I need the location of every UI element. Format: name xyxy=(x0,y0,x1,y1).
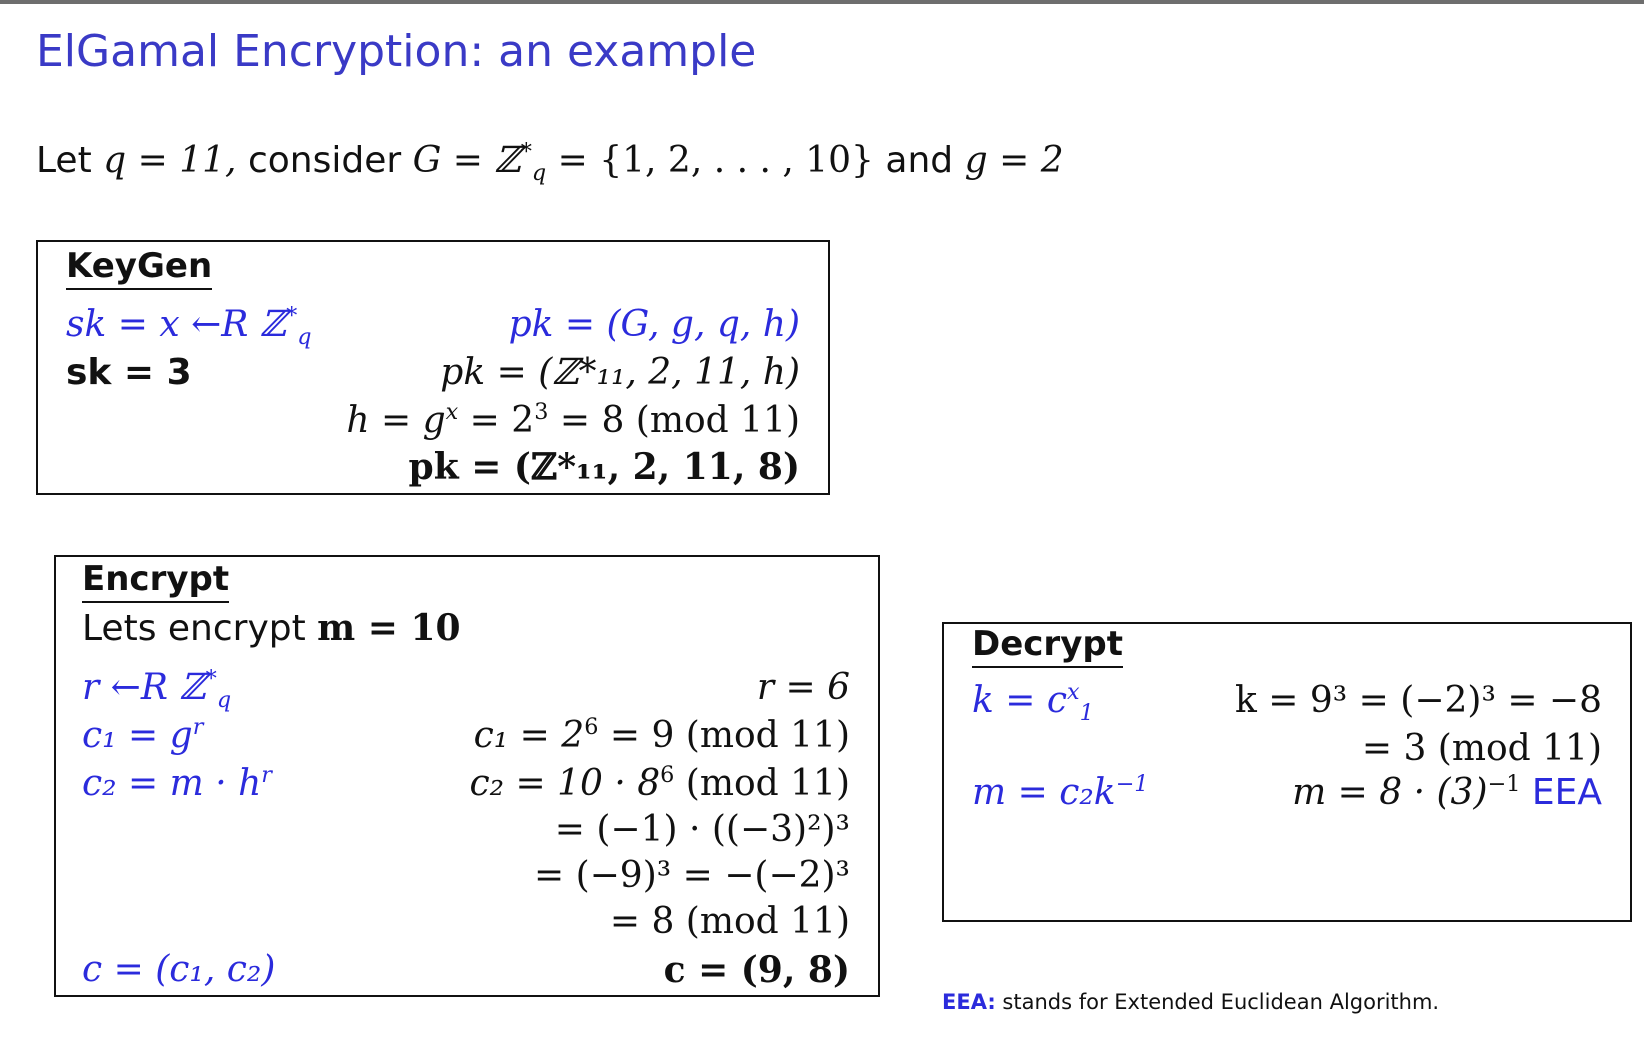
intro-line: Let q = 11, consider G = ℤ*q = {1, 2, . … xyxy=(36,139,1064,187)
keygen-pk-sub: pk = (ℤ*₁₁, 2, 11, h) xyxy=(440,352,800,393)
intro-G: G = ℤ*q xyxy=(412,139,547,187)
decrypt-k-mod: = 3 (mod 11) xyxy=(1361,728,1602,769)
page-title: ElGamal Encryption: an example xyxy=(36,26,757,77)
encrypt-c2-calc: c₂ = 10 · 86 (mod 11) xyxy=(469,762,850,804)
footnote-text: stands for Extended Euclidean Algorithm. xyxy=(1002,990,1440,1014)
keygen-heading: KeyGen xyxy=(66,246,213,290)
footnote-label: EEA: xyxy=(942,990,996,1014)
intro-let: Let xyxy=(36,140,92,181)
decrypt-m-calc: m = 8 · (3)−1 EEA xyxy=(1292,771,1602,813)
encrypt-r-def: r ←R ℤ*q xyxy=(82,666,232,714)
intro-q: q = 11, xyxy=(103,140,237,181)
keygen-sk-def: sk = x ←R ℤ*q xyxy=(66,303,312,351)
encrypt-c1-calc: c₁ = 26 = 9 (mod 11) xyxy=(473,714,850,756)
decrypt-k-def: k = cx1 xyxy=(972,679,1094,727)
decrypt-m-def: m = c₂k−1 xyxy=(972,771,1149,813)
encrypt-heading: Encrypt xyxy=(82,559,230,603)
keygen-sk-value: sk = 3 xyxy=(66,352,192,393)
keygen-pk-value: pk = (ℤ*₁₁, 2, 11, 8) xyxy=(408,446,800,488)
intro-g: g = 2 xyxy=(964,140,1064,181)
keygen-box: KeyGen sk = x ←R ℤ*q sk = 3 pk = (G, g, … xyxy=(36,240,830,495)
encrypt-c-value: c = (9, 8) xyxy=(663,949,850,991)
encrypt-step3: = 8 (mod 11) xyxy=(609,901,850,942)
encrypt-step2: = (−9)³ = −(−2)³ xyxy=(533,855,850,896)
encrypt-c1-def: c₁ = gr xyxy=(82,714,204,756)
intro-consider: consider xyxy=(247,140,402,181)
keygen-pk-def: pk = (G, g, q, h) xyxy=(508,304,800,345)
top-bar xyxy=(0,0,1644,4)
decrypt-box: Decrypt k = cx1 m = c₂k−1 k = 9³ = (−2)³… xyxy=(942,622,1632,922)
intro-set: = {1, 2, . . . , 10} xyxy=(557,140,874,181)
encrypt-lets: Lets encrypt m = 10 xyxy=(82,607,461,649)
encrypt-c-def: c = (c₁, c₂) xyxy=(82,949,276,990)
encrypt-c2-def: c₂ = m · hr xyxy=(82,762,272,804)
decrypt-k-calc: k = 9³ = (−2)³ = −8 xyxy=(1235,680,1602,721)
encrypt-box: Encrypt Lets encrypt m = 10 r ←R ℤ*q c₁ … xyxy=(54,555,880,997)
decrypt-heading: Decrypt xyxy=(972,624,1123,668)
keygen-h-calc: h = gx = 23 = 8 (mod 11) xyxy=(346,399,800,441)
encrypt-step1: = (−1) · ((−3)²)³ xyxy=(554,809,850,850)
encrypt-r-value: r = 6 xyxy=(756,667,850,708)
footnote: EEA: stands for Extended Euclidean Algor… xyxy=(942,990,1439,1014)
intro-and: and xyxy=(885,140,954,181)
